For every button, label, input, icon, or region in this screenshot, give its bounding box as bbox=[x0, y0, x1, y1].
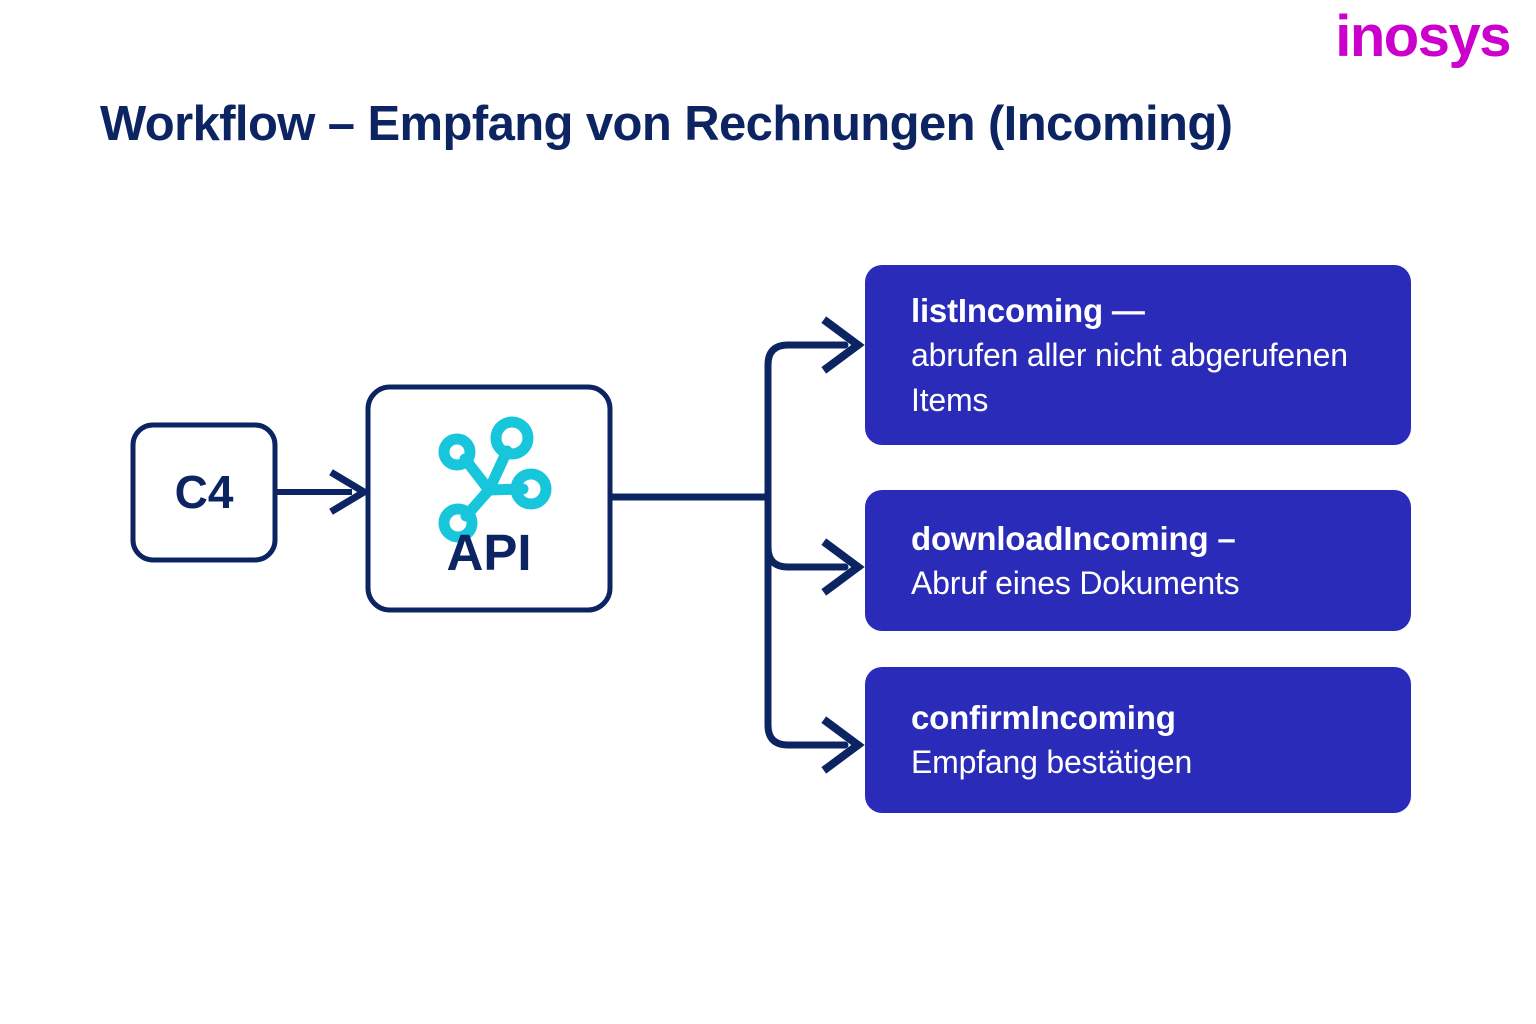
connector-api-to-card-2 bbox=[764, 493, 865, 596]
node-box-c4[interactable] bbox=[130, 422, 278, 563]
card-operation-name: downloadIncoming – bbox=[911, 519, 1236, 557]
connector-api-to-card-3 bbox=[764, 543, 865, 774]
network-nodes-icon bbox=[438, 416, 552, 543]
card-description: Abruf eines Dokuments bbox=[911, 564, 1240, 601]
connector-api-to-card-1 bbox=[764, 316, 865, 501]
connector-c4-to-api bbox=[277, 469, 371, 515]
card-description: abrufen aller nicht abgerufenen Items bbox=[911, 336, 1348, 418]
card-description: Empfang bestätigen bbox=[911, 744, 1193, 780]
page-title: Workflow – Empfang von Rechnungen (Incom… bbox=[100, 97, 1233, 151]
action-card-confirm-incoming[interactable]: confirmIncoming Empfang bestätigen bbox=[865, 667, 1411, 813]
card-operation-name: confirmIncoming bbox=[911, 699, 1176, 736]
inosys-logo: inosys bbox=[1335, 4, 1511, 69]
card-operation-name: listIncoming — bbox=[911, 291, 1145, 329]
node-box-api[interactable] bbox=[365, 384, 613, 613]
action-card-download-incoming[interactable]: downloadIncoming – Abruf eines Dokuments bbox=[865, 490, 1411, 631]
action-card-list-incoming[interactable]: listIncoming — abrufen aller nicht abger… bbox=[865, 265, 1411, 445]
